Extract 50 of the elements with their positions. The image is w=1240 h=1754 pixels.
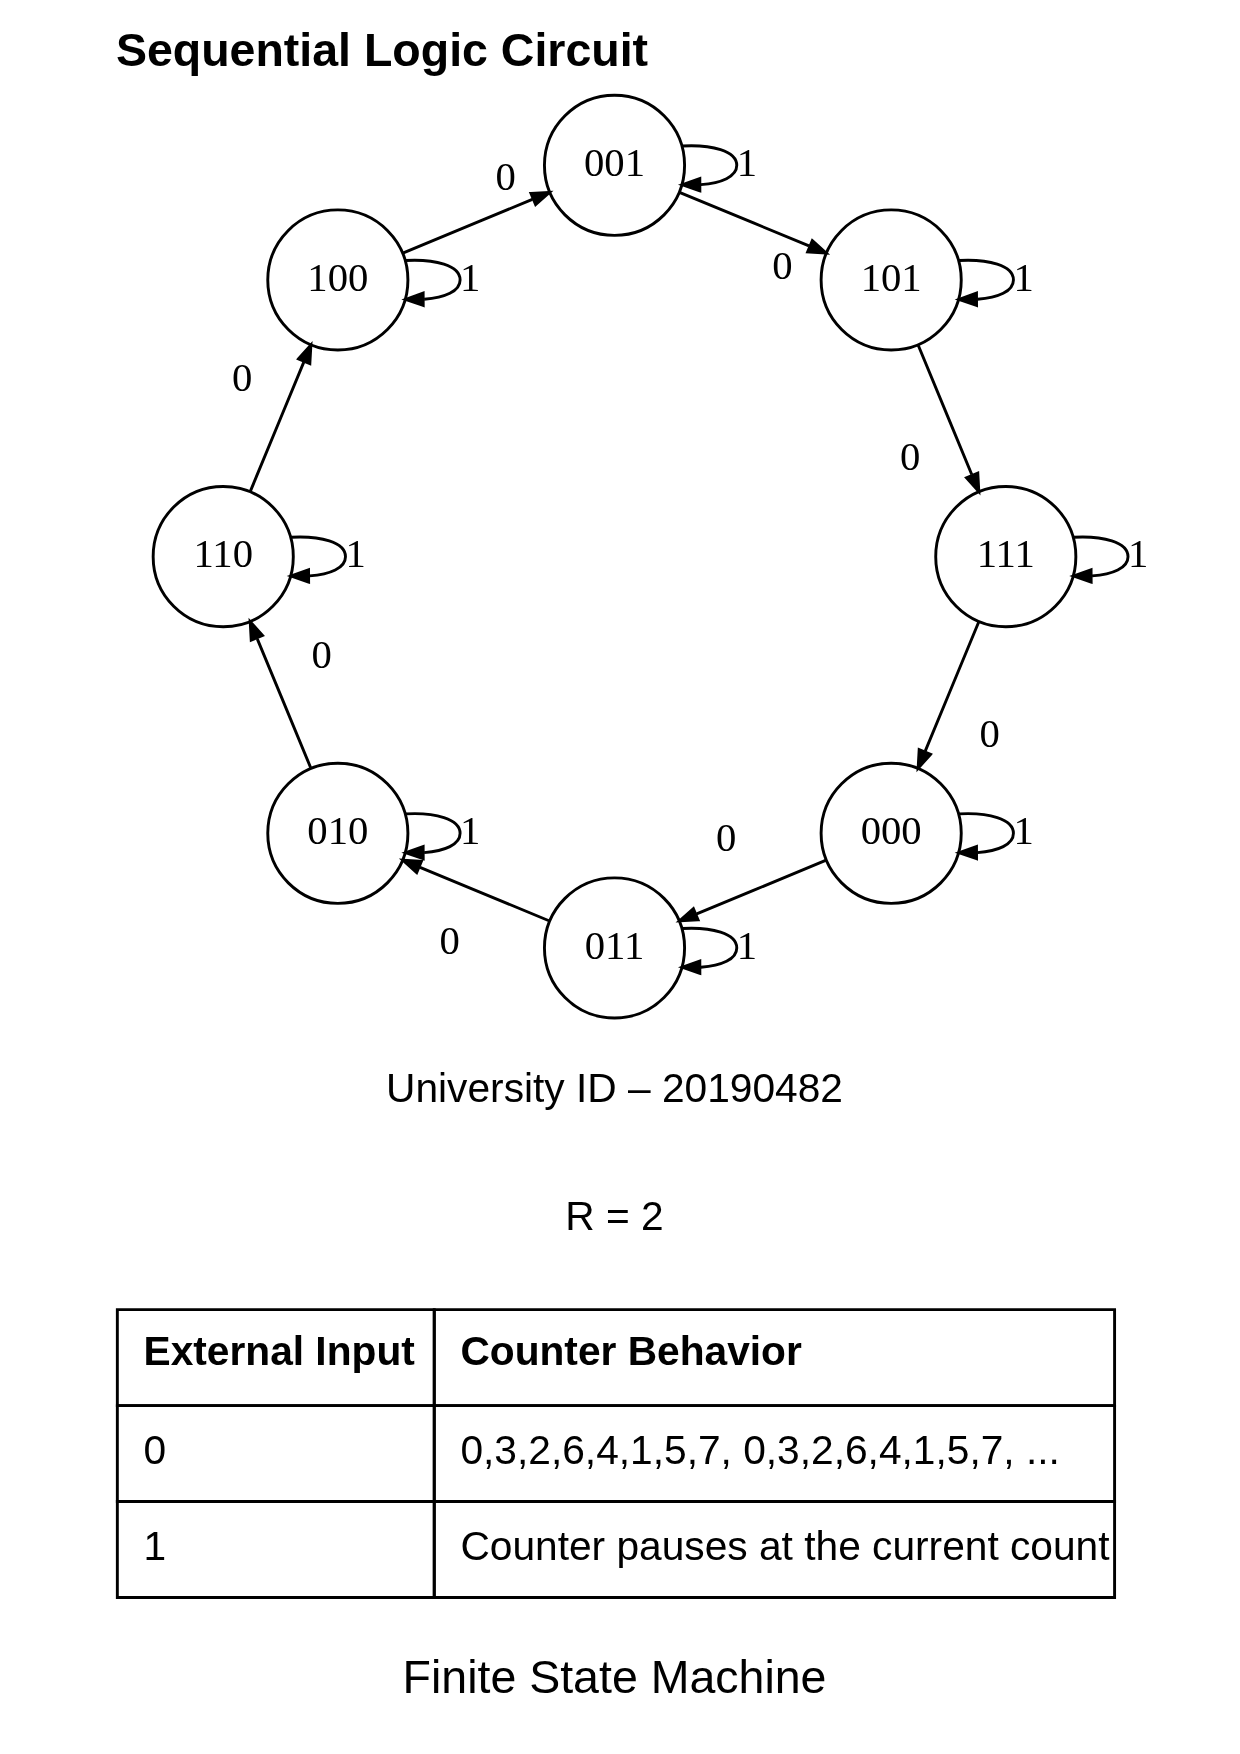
arrow: [915, 621, 980, 773]
edge-label: 1: [459, 808, 480, 854]
arrow: [675, 859, 826, 923]
arrow: [248, 617, 312, 769]
arrow: [248, 341, 313, 492]
node-circle: 010: [265, 761, 409, 905]
arrow: [1068, 535, 1129, 585]
edge-label: 0: [438, 918, 460, 964]
label: Counter Behavior: [459, 1328, 802, 1375]
edge-label: 1: [1012, 254, 1034, 300]
label: 0: [143, 1427, 166, 1474]
caption: Finite State Machine: [402, 1650, 826, 1703]
edge-label: 1: [1127, 531, 1148, 577]
arrow: [677, 144, 738, 193]
label: 0,3,2,6,4,1,5,7, 0,3,2,6,4,1,5,7, ...: [459, 1427, 1060, 1474]
arrow: [954, 258, 1015, 308]
edge-label: 1: [736, 922, 757, 968]
edge-label: 0: [771, 243, 792, 289]
arrow: [677, 926, 738, 976]
arrow: [400, 812, 462, 861]
label: R = 2: [564, 1193, 664, 1240]
arrow: [954, 812, 1015, 861]
edge-label: 0: [231, 354, 252, 400]
arrow: [400, 258, 462, 308]
edge-label: 1: [459, 254, 480, 300]
diagram-title: Sequential Logic Circuit: [115, 23, 648, 76]
arrow: [402, 190, 553, 255]
arrow: [916, 344, 980, 496]
node-circle: 011: [542, 876, 686, 1020]
node-circle: 001: [542, 93, 686, 237]
label: University ID – 20190482: [385, 1065, 843, 1112]
edge-label: 1: [344, 531, 366, 577]
edge-label: 1: [736, 140, 757, 186]
node-circle: 110: [151, 485, 295, 629]
edge-label: 0: [979, 710, 1000, 756]
label: Counter pauses at the current count: [459, 1523, 1110, 1570]
label: 1: [143, 1523, 166, 1570]
node-circle: 101: [819, 208, 963, 352]
arrow: [679, 191, 830, 255]
edge-label: 0: [715, 815, 736, 861]
label: External Input: [143, 1328, 415, 1375]
edge-label: 0: [899, 434, 920, 480]
edge-label: 0: [494, 154, 516, 200]
edge-label: 0: [311, 631, 332, 677]
node-circle: 100: [265, 208, 409, 352]
edge-label: 1: [1012, 808, 1034, 854]
arrow: [286, 535, 347, 585]
node-circle: 111: [933, 485, 1077, 629]
node-circle: 000: [819, 761, 963, 905]
arrow: [398, 858, 549, 923]
